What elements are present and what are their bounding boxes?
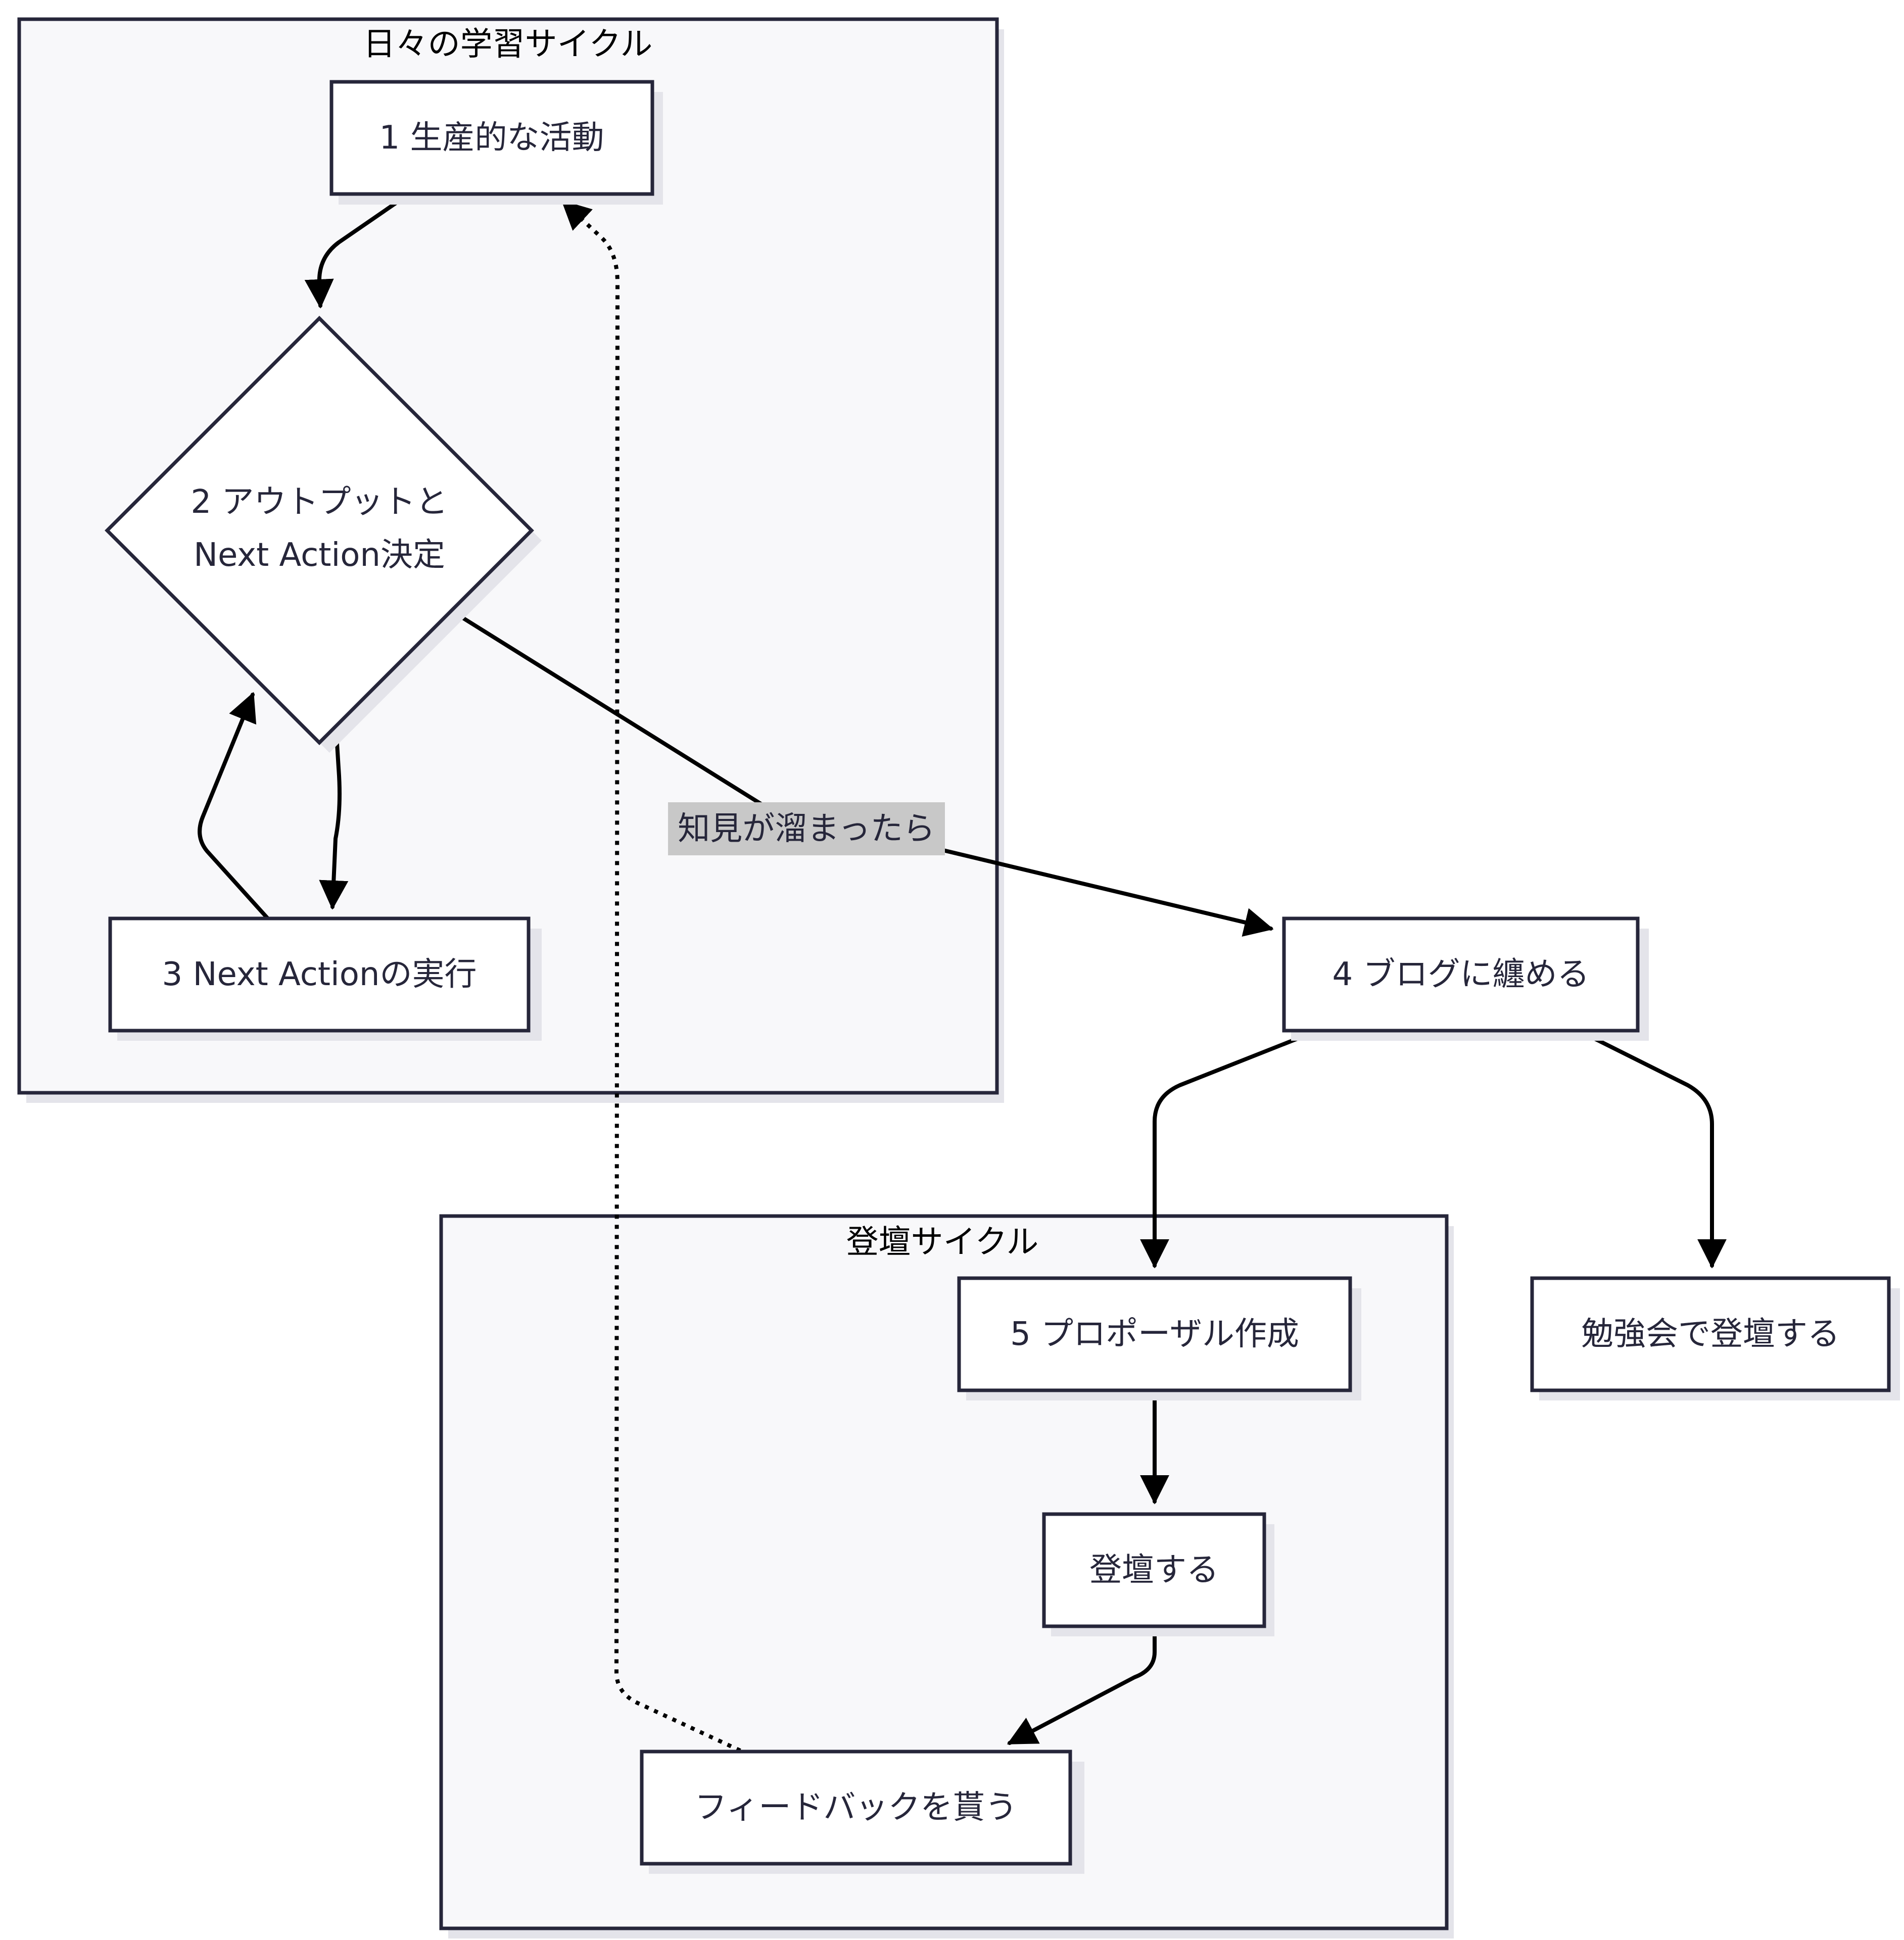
edge-4-to-5 bbox=[1140, 1030, 1316, 1269]
edge-3-to-2 bbox=[198, 692, 270, 920]
node-output-decision-line1: 2 アウトプットと bbox=[191, 483, 448, 521]
node-study-session-talk: 勉強会で登壇する bbox=[1530, 1276, 1900, 1400]
node-create-proposal-label: 5 プロポーザル作成 bbox=[1010, 1316, 1299, 1353]
cluster-speaking-title: 登壇サイクル bbox=[846, 1224, 1039, 1261]
node-get-feedback: フィードバックを貰う bbox=[640, 1750, 1084, 1874]
node-productive-activity: 1 生産的な活動 bbox=[329, 80, 663, 205]
node-get-feedback-label: フィードバックを貰う bbox=[695, 1789, 1018, 1826]
node-write-blog-label: 4 ブログに纏める bbox=[1332, 956, 1589, 993]
node-output-decision: 2 アウトプットと Next Action決定 bbox=[105, 316, 542, 753]
edge-1-to-2 bbox=[304, 192, 410, 309]
edge-6-to-7 bbox=[1007, 1625, 1157, 1745]
edge-2-to-3 bbox=[319, 725, 349, 910]
edge-label-knowledge: 知見が溜まったら bbox=[668, 802, 945, 855]
node-give-talk: 登壇する bbox=[1042, 1512, 1274, 1636]
cluster-daily-learning-title: 日々の学習サイクル bbox=[363, 26, 653, 63]
node-output-decision-line2: Next Action決定 bbox=[194, 537, 445, 574]
node-execute-next-action: 3 Next Actionの実行 bbox=[108, 916, 542, 1041]
node-study-session-talk-label: 勉強会で登壇する bbox=[1581, 1316, 1840, 1353]
edge-4-to-8 bbox=[1580, 1030, 1727, 1269]
node-execute-next-action-label: 3 Next Actionの実行 bbox=[162, 956, 477, 993]
node-give-talk-label: 登壇する bbox=[1089, 1551, 1219, 1589]
node-create-proposal: 5 プロポーザル作成 bbox=[957, 1276, 1361, 1400]
node-write-blog: 4 ブログに纏める bbox=[1282, 916, 1649, 1041]
node-productive-activity-label: 1 生産的な活動 bbox=[379, 119, 604, 157]
edge-label-knowledge-text: 知見が溜まったら bbox=[678, 810, 935, 848]
